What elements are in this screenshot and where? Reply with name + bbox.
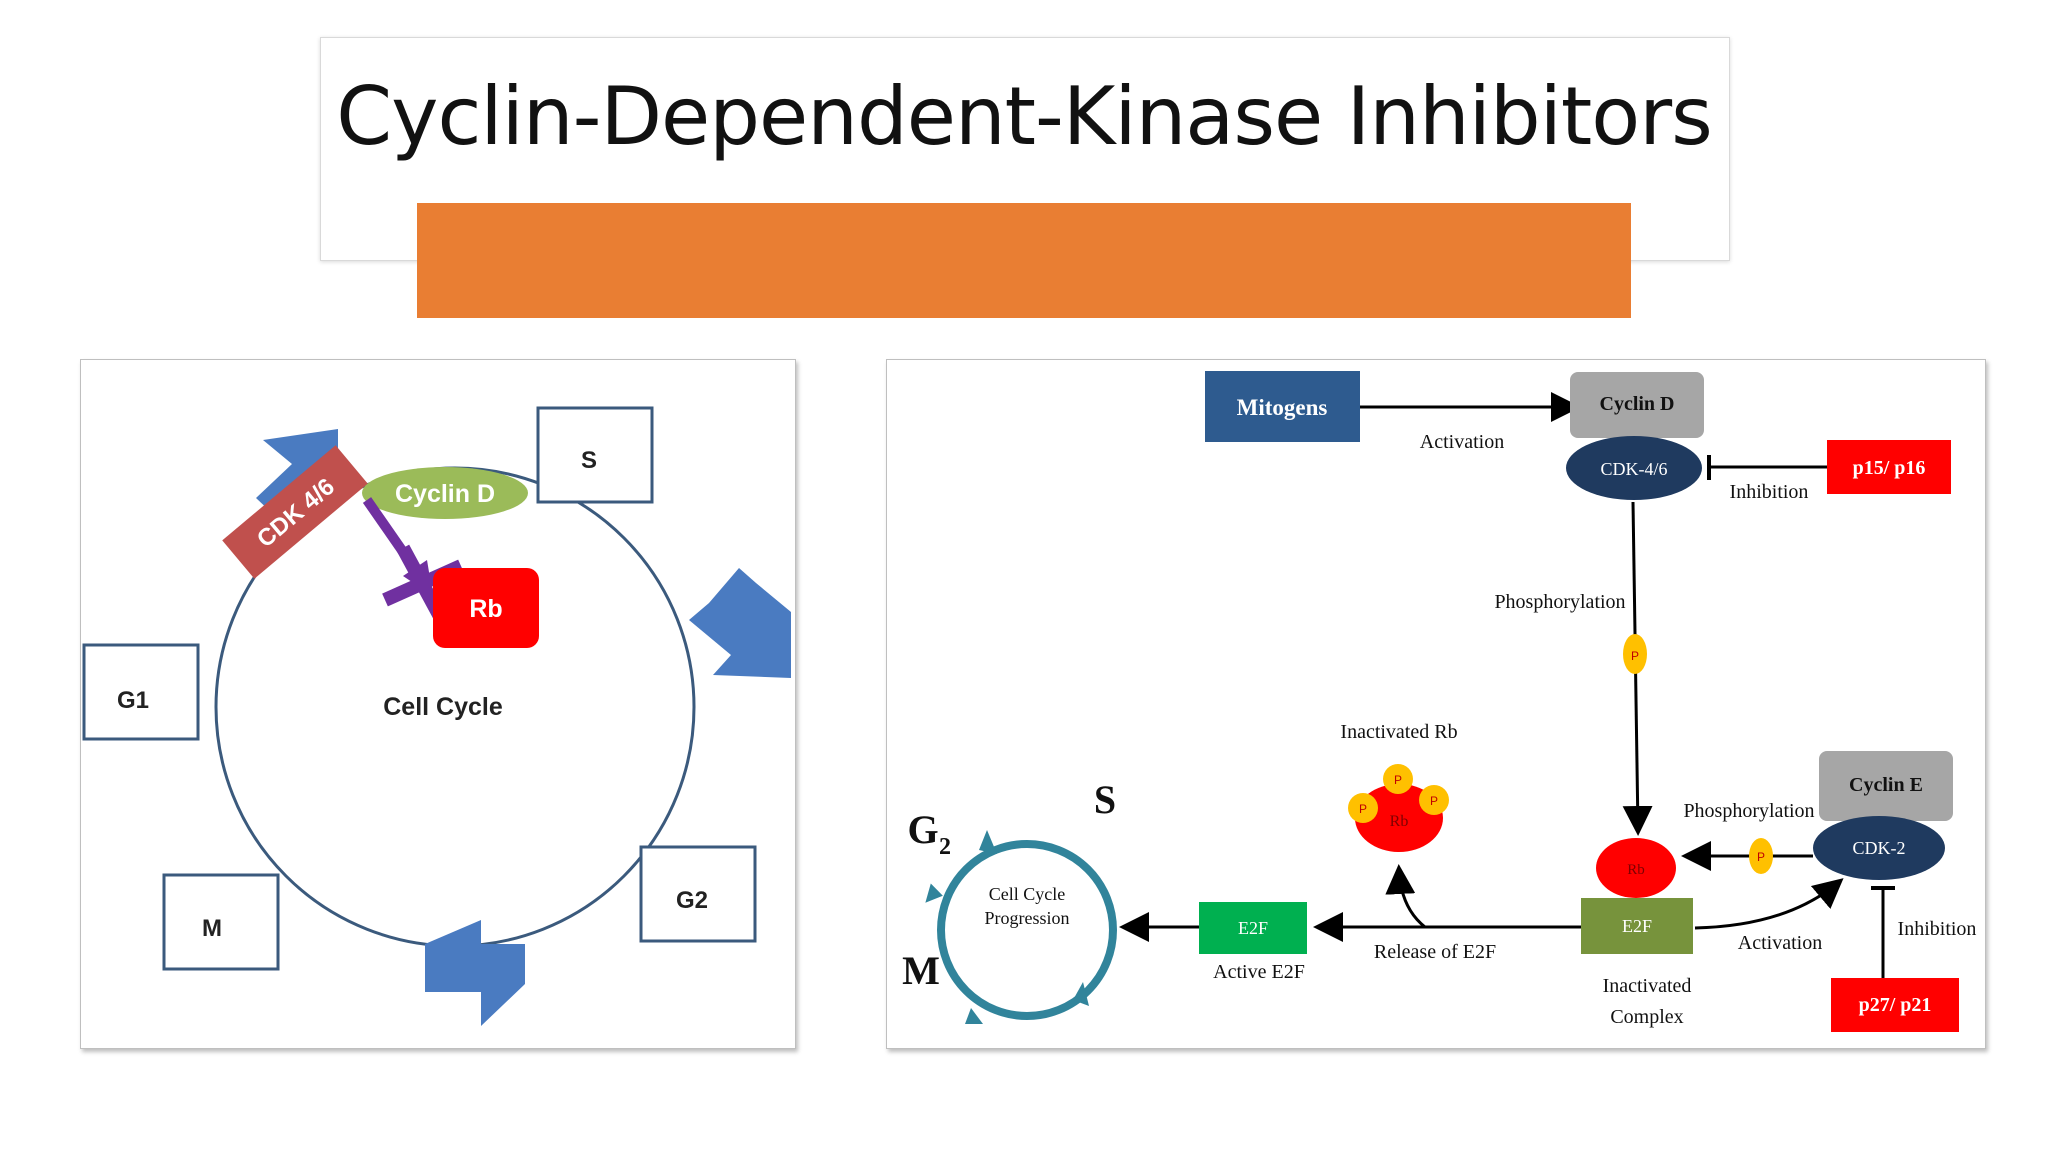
svg-text:Rb: Rb bbox=[469, 595, 502, 623]
e2f-complex-box: E2F bbox=[1581, 898, 1693, 954]
svg-text:S: S bbox=[581, 447, 597, 474]
svg-text:M: M bbox=[202, 915, 222, 942]
svg-text:P: P bbox=[1631, 649, 1639, 663]
rb-box: Rb bbox=[433, 568, 539, 648]
phase-arrow-bottom bbox=[425, 920, 525, 1026]
cell-cycle-progression: Cell Cycle Progression bbox=[925, 830, 1117, 1024]
cdk-pathway-diagram: Mitogens Activation Cyclin D CDK-4/6 p15… bbox=[902, 371, 1977, 1032]
pathway-panel: Mitogens Activation Cyclin D CDK-4/6 p15… bbox=[886, 359, 1986, 1049]
svg-text:Mitogens: Mitogens bbox=[1237, 395, 1328, 420]
phase-arrow-right bbox=[689, 568, 791, 678]
page-title: Cyclin-Dependent-Kinase Inhibitors bbox=[336, 70, 1713, 163]
phase-m-label: M bbox=[902, 948, 940, 993]
cdk2-ellipse: CDK-2 bbox=[1813, 816, 1945, 880]
svg-text:Rb: Rb bbox=[1390, 813, 1409, 830]
cyclin-d-ellipse: Cyclin D bbox=[362, 467, 528, 519]
svg-text:Cyclin D: Cyclin D bbox=[395, 480, 495, 508]
rb-ellipse: Rb bbox=[1596, 838, 1676, 898]
inactivated-complex-label-2: Complex bbox=[1610, 1006, 1683, 1028]
svg-text:p27/ p21: p27/ p21 bbox=[1859, 994, 1932, 1016]
svg-text:2: 2 bbox=[939, 834, 951, 860]
svg-text:CDK-2: CDK-2 bbox=[1853, 838, 1906, 858]
phase-box-g1: G1 bbox=[82, 643, 200, 741]
svg-text:Progression: Progression bbox=[985, 908, 1070, 928]
svg-text:E2F: E2F bbox=[1622, 916, 1652, 936]
phase-box-s: S bbox=[536, 406, 654, 504]
activation-arrow-bottom bbox=[1694, 878, 1844, 930]
inactivated-rb-label: Inactivated Rb bbox=[1340, 721, 1457, 743]
phase-g2-label: G 2 bbox=[907, 807, 951, 860]
svg-text:P: P bbox=[1359, 802, 1367, 816]
svg-text:E2F: E2F bbox=[1238, 918, 1268, 938]
cdk46-ellipse: CDK-4/6 bbox=[1566, 436, 1702, 500]
svg-text:G: G bbox=[907, 807, 938, 852]
accent-bar bbox=[417, 203, 1631, 318]
phosphate-icon: P bbox=[1623, 634, 1647, 674]
active-e2f-label: Active E2F bbox=[1213, 961, 1305, 983]
inactivated-complex-label-1: Inactivated bbox=[1603, 975, 1692, 997]
svg-text:Rb: Rb bbox=[1627, 862, 1645, 878]
svg-text:Cyclin D: Cyclin D bbox=[1600, 393, 1675, 415]
svg-text:Cyclin E: Cyclin E bbox=[1849, 774, 1923, 796]
svg-text:P: P bbox=[1757, 850, 1765, 864]
inactivated-rb-cluster: Rb P P P bbox=[1348, 764, 1449, 852]
svg-text:p15/ p16: p15/ p16 bbox=[1853, 457, 1926, 479]
phase-s-label: S bbox=[1094, 777, 1116, 822]
mitogens-box: Mitogens bbox=[1205, 371, 1360, 442]
svg-text:G2: G2 bbox=[676, 887, 708, 914]
e2f-active-box: E2F bbox=[1199, 902, 1307, 954]
svg-text:P: P bbox=[1430, 794, 1438, 808]
svg-text:P: P bbox=[1394, 773, 1402, 787]
cyclin-e-box: Cyclin E bbox=[1819, 751, 1953, 821]
svg-text:Cell Cycle: Cell Cycle bbox=[989, 884, 1065, 904]
phosphate-icon-2: P bbox=[1749, 838, 1773, 874]
svg-text:G1: G1 bbox=[117, 687, 149, 714]
p27-p21-box: p27/ p21 bbox=[1831, 978, 1959, 1032]
cell-cycle-label: Cell Cycle bbox=[383, 693, 503, 721]
release-rb-arrow bbox=[1385, 864, 1426, 929]
activation-label-bottom: Activation bbox=[1738, 932, 1822, 954]
phosphorylation-label-2: Phosphorylation bbox=[1683, 800, 1814, 822]
inhibition-label-bottom: Inhibition bbox=[1898, 918, 1977, 940]
release-e2f-label: Release of E2F bbox=[1374, 941, 1496, 963]
phosphorylation-label-1: Phosphorylation bbox=[1494, 591, 1625, 613]
phase-arrow-top-left bbox=[256, 429, 338, 514]
p15-p16-box: p15/ p16 bbox=[1827, 440, 1951, 494]
cell-cycle-panel: S G1 G2 M CDK 4/6 Cyclin D bbox=[80, 359, 796, 1049]
activation-label-top: Activation bbox=[1420, 431, 1504, 453]
phase-box-g2: G2 bbox=[639, 845, 757, 943]
cell-cycle-diagram: S G1 G2 M CDK 4/6 Cyclin D bbox=[82, 406, 791, 1026]
cyclin-d-box: Cyclin D bbox=[1570, 372, 1704, 438]
phase-box-m: M bbox=[162, 873, 280, 971]
inhibition-label-top: Inhibition bbox=[1730, 481, 1809, 503]
svg-text:CDK-4/6: CDK-4/6 bbox=[1601, 459, 1668, 479]
